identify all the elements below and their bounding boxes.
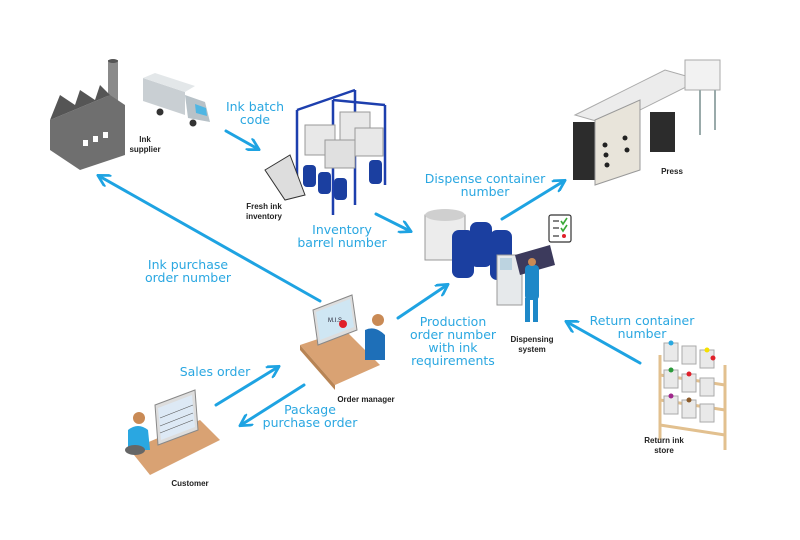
node-label-line: Dispensing: [510, 335, 553, 344]
arrow-package-purchase-order: [241, 383, 306, 425]
arrow-dispense-container-number: [500, 181, 564, 221]
node-label-ink-supplier: Ink supplier: [129, 135, 160, 154]
node-label-order-manager: Order manager: [337, 395, 394, 404]
arrow-inventory-barrel-number: [374, 212, 410, 231]
truck-icon: [143, 73, 210, 127]
arrow-sales-order: [214, 367, 278, 407]
node-label-line: system: [518, 345, 546, 354]
customer-desk-icon: [125, 389, 220, 475]
flow-label-line: requirements: [411, 353, 495, 368]
arrow-production-order: [396, 285, 447, 320]
arrow-ink-batch-code: [224, 129, 258, 149]
flow-label-dispense-container-number: Dispense container number: [425, 171, 546, 199]
flow-label-line: code: [240, 112, 270, 127]
node-label-line: Fresh ink: [246, 202, 282, 211]
node-label-line: Ink: [139, 135, 151, 144]
node-label-fresh-ink-inventory: Fresh ink inventory: [246, 202, 283, 221]
arrow-return-container-number: [567, 322, 642, 365]
flow-label-line: purchase order: [263, 415, 359, 430]
order-manager-desk-icon: M.I.S.: [300, 294, 385, 390]
flow-label-line: number: [618, 326, 668, 341]
flow-label-line: with ink: [428, 340, 478, 355]
node-label-line: store: [654, 446, 674, 455]
arrow-ink-purchase-order: [99, 176, 322, 303]
node-label-dispensing-system: Dispensing system: [510, 335, 553, 354]
flow-label-return-container-number: Return container number: [590, 313, 696, 341]
node-label-customer: Customer: [171, 479, 208, 488]
flow-label-line: order number: [145, 270, 232, 285]
flow-label-line: number: [461, 184, 511, 199]
printing-press-icon: [573, 59, 721, 186]
flow-label-ink-purchase-order-number: Ink purchase order number: [145, 257, 232, 285]
shelf-buckets-icon: [658, 340, 727, 450]
checklist-icon: [548, 214, 572, 243]
factory-icon: [50, 59, 125, 170]
flow-label-line: Return container: [590, 313, 696, 328]
flow-label-line: Package: [284, 402, 336, 417]
node-label-line: inventory: [246, 212, 283, 221]
node-label-return-ink-store: Return ink store: [644, 436, 684, 455]
flow-label-production-order: Production order number with ink require…: [410, 314, 497, 368]
flow-label-line: barrel number: [297, 235, 387, 250]
flow-label-sales-order: Sales order: [180, 364, 251, 379]
flow-label-ink-batch-code: Ink batch code: [226, 99, 284, 127]
flow-label-line: Ink purchase: [148, 257, 229, 272]
node-label-line: Return ink: [644, 436, 684, 445]
flow-label-line: Production: [420, 314, 487, 329]
flow-label-line: Dispense container: [425, 171, 546, 186]
node-label-press: Press: [661, 167, 683, 176]
node-label-line: supplier: [129, 145, 160, 154]
dispensing-system-icon: [424, 209, 555, 322]
mis-screen-text: M.I.S.: [328, 318, 344, 324]
flow-label-line: Inventory: [312, 222, 372, 237]
flow-label-line: order number: [410, 327, 497, 342]
flow-label-package-purchase-order: Package purchase order: [263, 402, 359, 430]
rack-tanks-icon: [264, 88, 387, 215]
flow-label-inventory-barrel-number: Inventory barrel number: [297, 222, 387, 250]
flow-label-line: Ink batch: [226, 99, 284, 114]
